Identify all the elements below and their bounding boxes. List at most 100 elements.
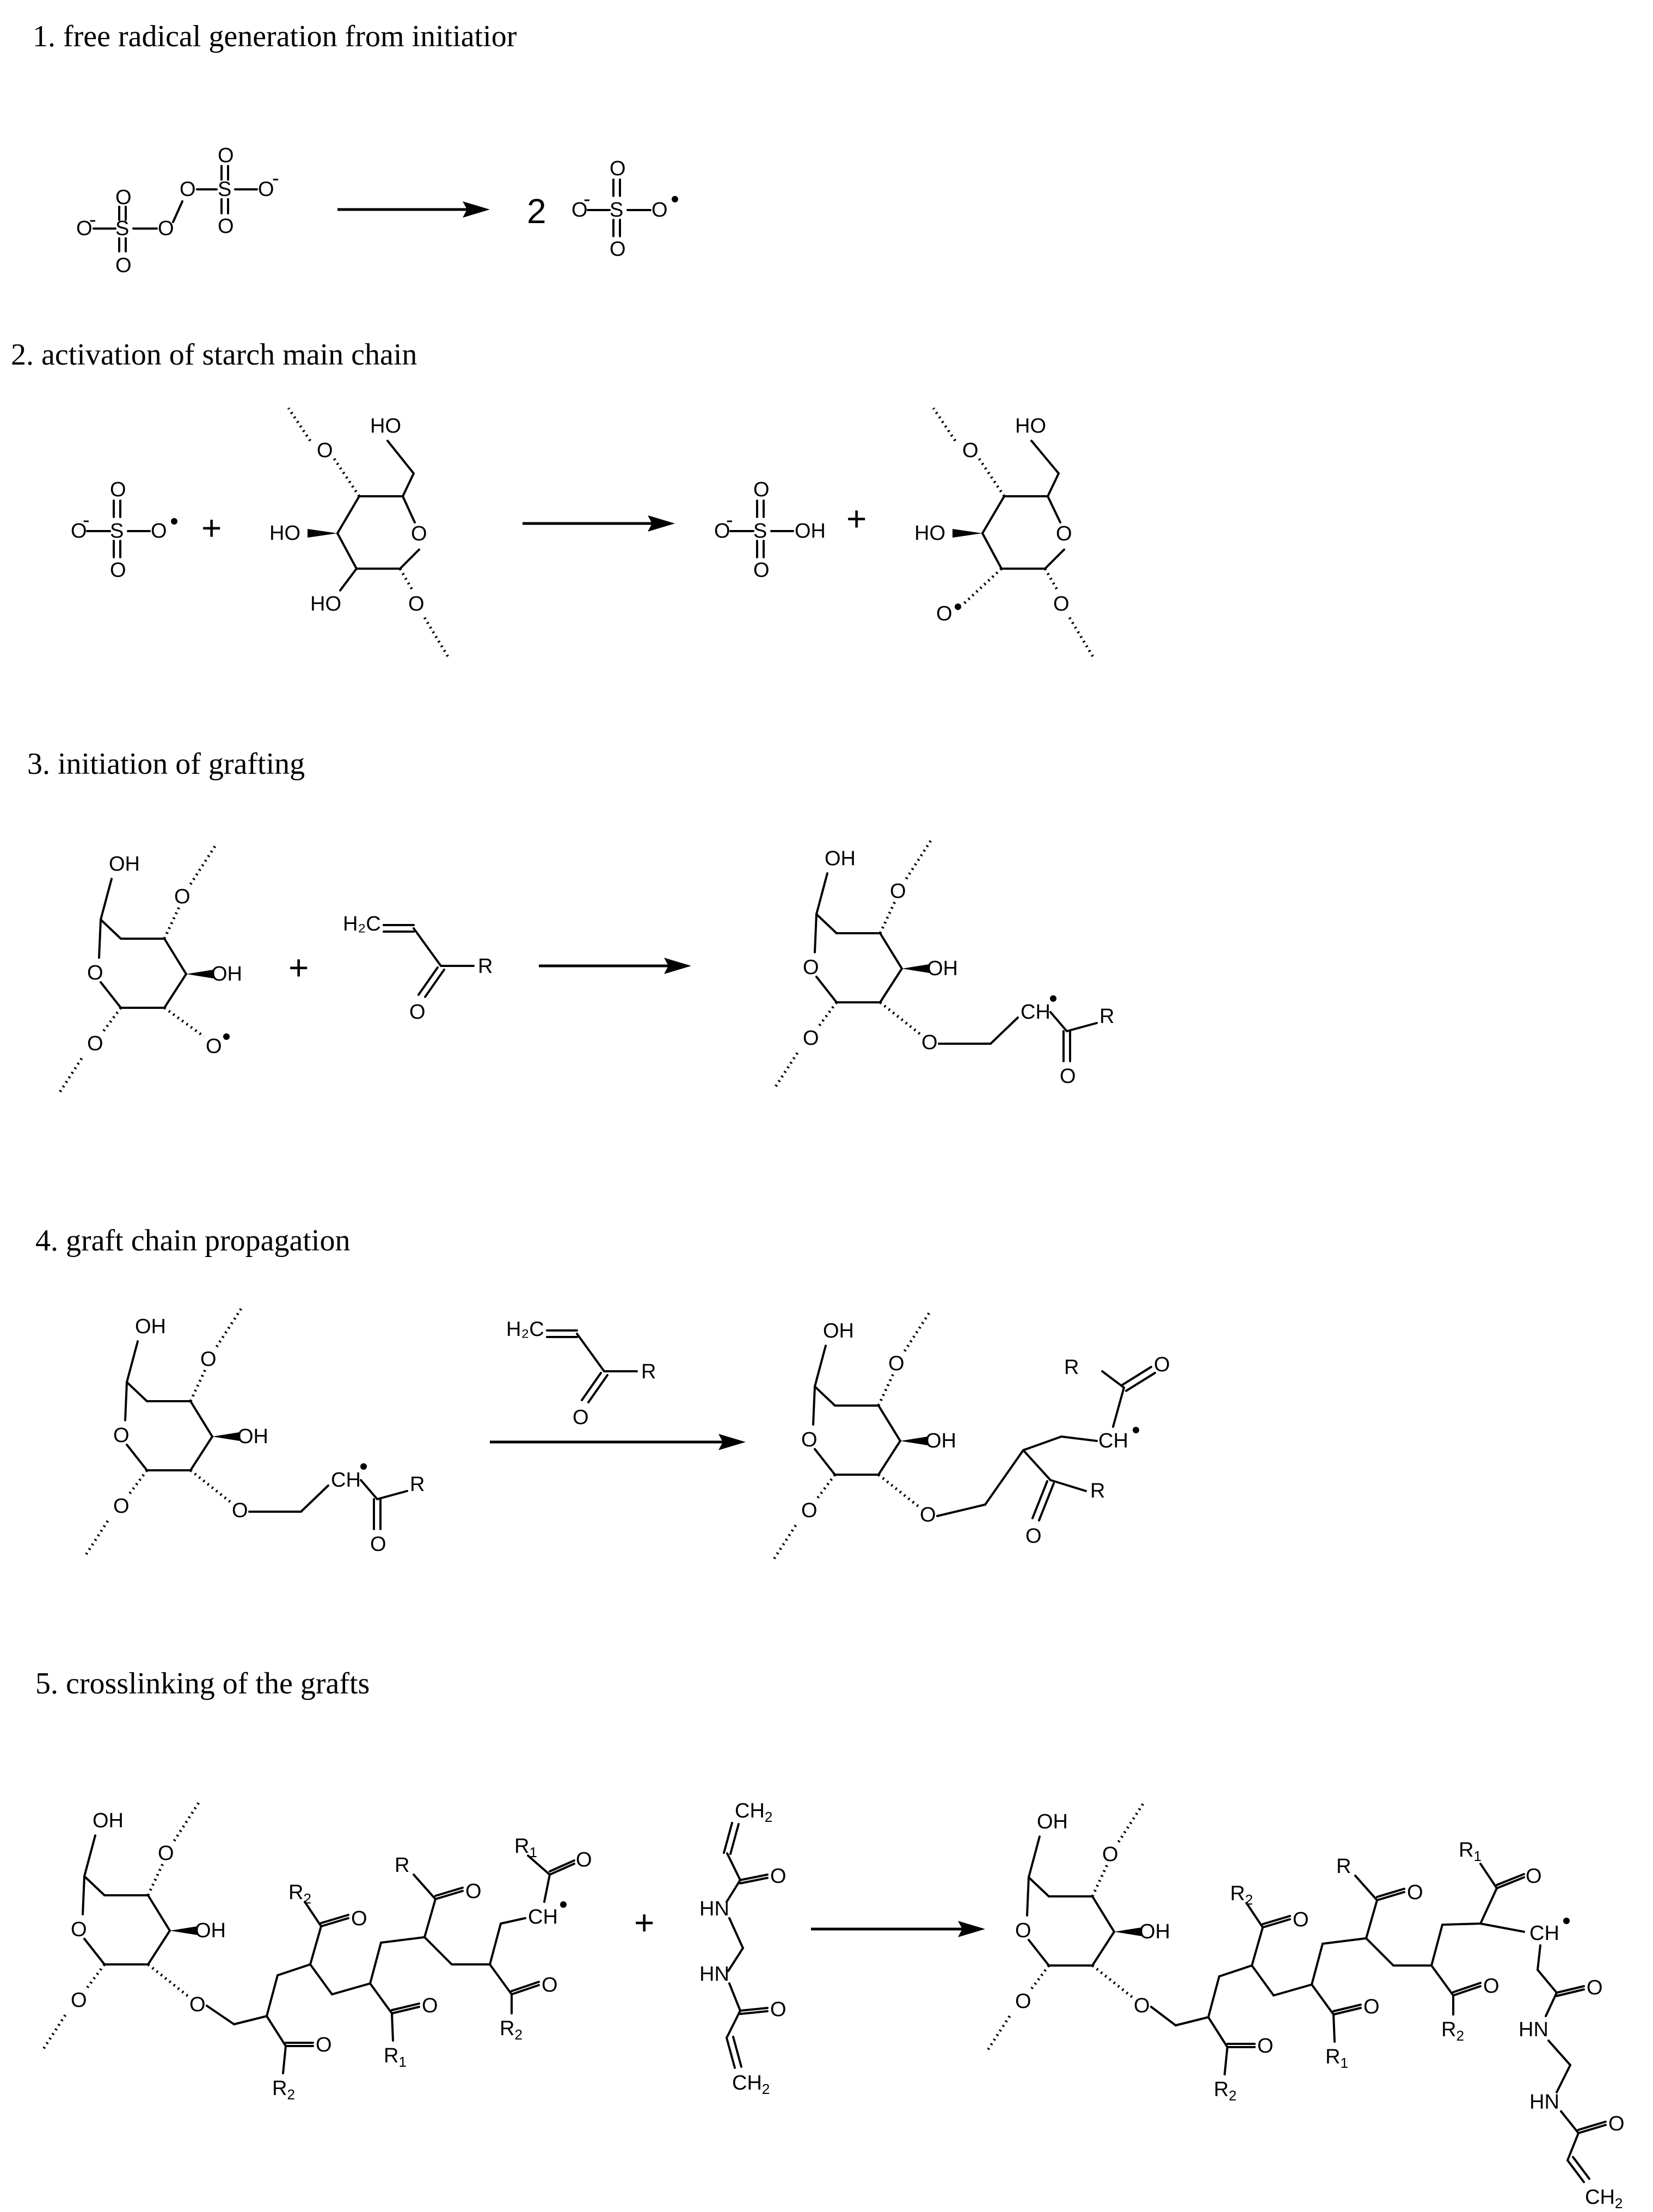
- step-5-title: 5. crosslinking of the grafts: [35, 1667, 370, 1700]
- svg-text:O: O: [115, 254, 132, 277]
- svg-text:O: O: [151, 520, 167, 543]
- svg-text:O: O: [803, 956, 819, 979]
- svg-text:OH: OH: [135, 1315, 166, 1338]
- svg-text:HO: HO: [370, 415, 401, 438]
- svg-text:O: O: [1053, 593, 1070, 615]
- svg-text:O: O: [770, 1998, 786, 2021]
- svg-text:R2: R2: [272, 2077, 295, 2103]
- svg-text:O: O: [180, 178, 196, 201]
- svg-text:R2: R2: [1214, 2078, 1237, 2104]
- svg-text:CH2: CH2: [732, 2072, 770, 2097]
- svg-text:O: O: [1015, 1919, 1031, 1942]
- svg-text:HO: HO: [1015, 415, 1046, 438]
- svg-text:OH: OH: [825, 847, 856, 870]
- svg-text:-: -: [726, 509, 733, 532]
- svg-text:O: O: [408, 593, 425, 615]
- svg-text:HO: HO: [269, 522, 300, 545]
- svg-text:HN: HN: [699, 1897, 729, 1920]
- reaction-arrow-3: [539, 958, 691, 974]
- svg-text:O: O: [576, 1849, 592, 1871]
- svg-text:O: O: [1363, 1995, 1380, 2018]
- svg-text:O: O: [115, 186, 132, 209]
- svg-text:R1: R1: [1459, 1839, 1482, 1864]
- svg-text:O: O: [71, 520, 87, 543]
- svg-text:O: O: [174, 885, 191, 908]
- svg-text:CH: CH: [1098, 1430, 1128, 1452]
- svg-text:O: O: [87, 962, 103, 984]
- svg-text:CH: CH: [528, 1906, 558, 1928]
- plus-sign: +: [634, 1903, 654, 1942]
- reaction-arrow-5: [811, 1921, 985, 1937]
- plus-sign: +: [846, 499, 867, 538]
- svg-text:OH: OH: [195, 1919, 226, 1942]
- svg-text:O: O: [258, 178, 274, 201]
- svg-text:O: O: [158, 1842, 174, 1865]
- svg-text:O: O: [890, 880, 906, 903]
- svg-text:O: O: [652, 199, 668, 221]
- svg-text:-: -: [272, 167, 279, 190]
- svg-text:CH: CH: [331, 1469, 361, 1492]
- svg-text:R: R: [478, 955, 493, 978]
- plus-sign: +: [288, 948, 309, 987]
- svg-text:R: R: [1064, 1356, 1079, 1379]
- svg-text:HN: HN: [1529, 2091, 1559, 2114]
- grafted-chain-reactant: OH O O OH O O R2 O R2: [41, 1802, 592, 2103]
- svg-text:S: S: [115, 217, 129, 240]
- glucose-unit-reactant: HO O O HO HO O: [269, 407, 451, 660]
- svg-text:O: O: [189, 1993, 206, 2016]
- svg-text:O: O: [610, 157, 626, 180]
- svg-text:R1: R1: [384, 2044, 407, 2070]
- svg-text:O: O: [1060, 1065, 1076, 1088]
- svg-text:S: S: [110, 520, 124, 543]
- svg-text:R: R: [641, 1360, 656, 1383]
- step-2-title: 2. activation of starch main chain: [11, 338, 417, 372]
- svg-text:O: O: [316, 2034, 332, 2056]
- svg-text:OH: OH: [211, 963, 242, 985]
- svg-text:O: O: [87, 1032, 103, 1055]
- svg-text:O: O: [351, 1907, 367, 1930]
- svg-text:O: O: [200, 1348, 217, 1371]
- persulfate-ion: O - S O O O O S O O O -: [76, 144, 279, 277]
- svg-text:O: O: [218, 144, 234, 167]
- svg-text:O: O: [71, 1918, 87, 1941]
- svg-text:O: O: [962, 439, 979, 462]
- crosslinked-hydrogel-product: OH O O OH O O R2 O R2: [985, 1803, 1625, 2211]
- reaction-arrow-4: [490, 1434, 746, 1450]
- svg-text:O: O: [1015, 1990, 1031, 2013]
- svg-text:O: O: [110, 478, 126, 501]
- vinyl-monomer-over-arrow: H₂C R O: [506, 1318, 656, 1429]
- svg-text:O: O: [71, 1989, 87, 2012]
- svg-text:O: O: [1102, 1843, 1119, 1866]
- svg-text:2: 2: [527, 192, 546, 231]
- svg-text:O: O: [770, 1865, 786, 1888]
- svg-text:R1: R1: [514, 1835, 537, 1860]
- glucose-radical-reactant: OH O O OH O O: [57, 845, 242, 1095]
- svg-text:R: R: [410, 1473, 425, 1496]
- sulfate-radical-reactant: O - S O O O: [71, 478, 177, 582]
- svg-text:O: O: [1483, 1975, 1500, 1998]
- svg-text:O: O: [1257, 2035, 1274, 2057]
- svg-text:O: O: [1293, 1908, 1309, 1931]
- mba-crosslinker: CH2 O HN HN O CH2: [699, 1800, 786, 2097]
- svg-text:O: O: [572, 199, 588, 221]
- svg-text:R: R: [1090, 1480, 1105, 1502]
- svg-text:O: O: [411, 522, 427, 545]
- svg-text:CH: CH: [1021, 1001, 1050, 1024]
- svg-text:O: O: [801, 1499, 818, 1522]
- svg-text:O: O: [1134, 1994, 1150, 2017]
- svg-text:OH: OH: [1139, 1920, 1170, 1943]
- svg-text:H₂C: H₂C: [506, 1318, 544, 1341]
- svg-text:OH: OH: [795, 520, 826, 543]
- svg-text:O: O: [218, 215, 234, 238]
- svg-text:OH: OH: [927, 957, 958, 980]
- svg-text:HN: HN: [699, 1963, 729, 1986]
- plus-sign: +: [201, 508, 222, 547]
- step-1-title: 1. free radical generation from initiati…: [33, 20, 517, 53]
- svg-text:O: O: [921, 1031, 938, 1054]
- svg-text:O: O: [542, 1974, 558, 1997]
- reaction-arrow-1: [337, 201, 490, 218]
- svg-text:O: O: [1025, 1525, 1042, 1548]
- bisulfate: O - S O O OH: [714, 478, 826, 582]
- svg-text:CH2: CH2: [1585, 2186, 1623, 2211]
- svg-text:O: O: [232, 1499, 248, 1522]
